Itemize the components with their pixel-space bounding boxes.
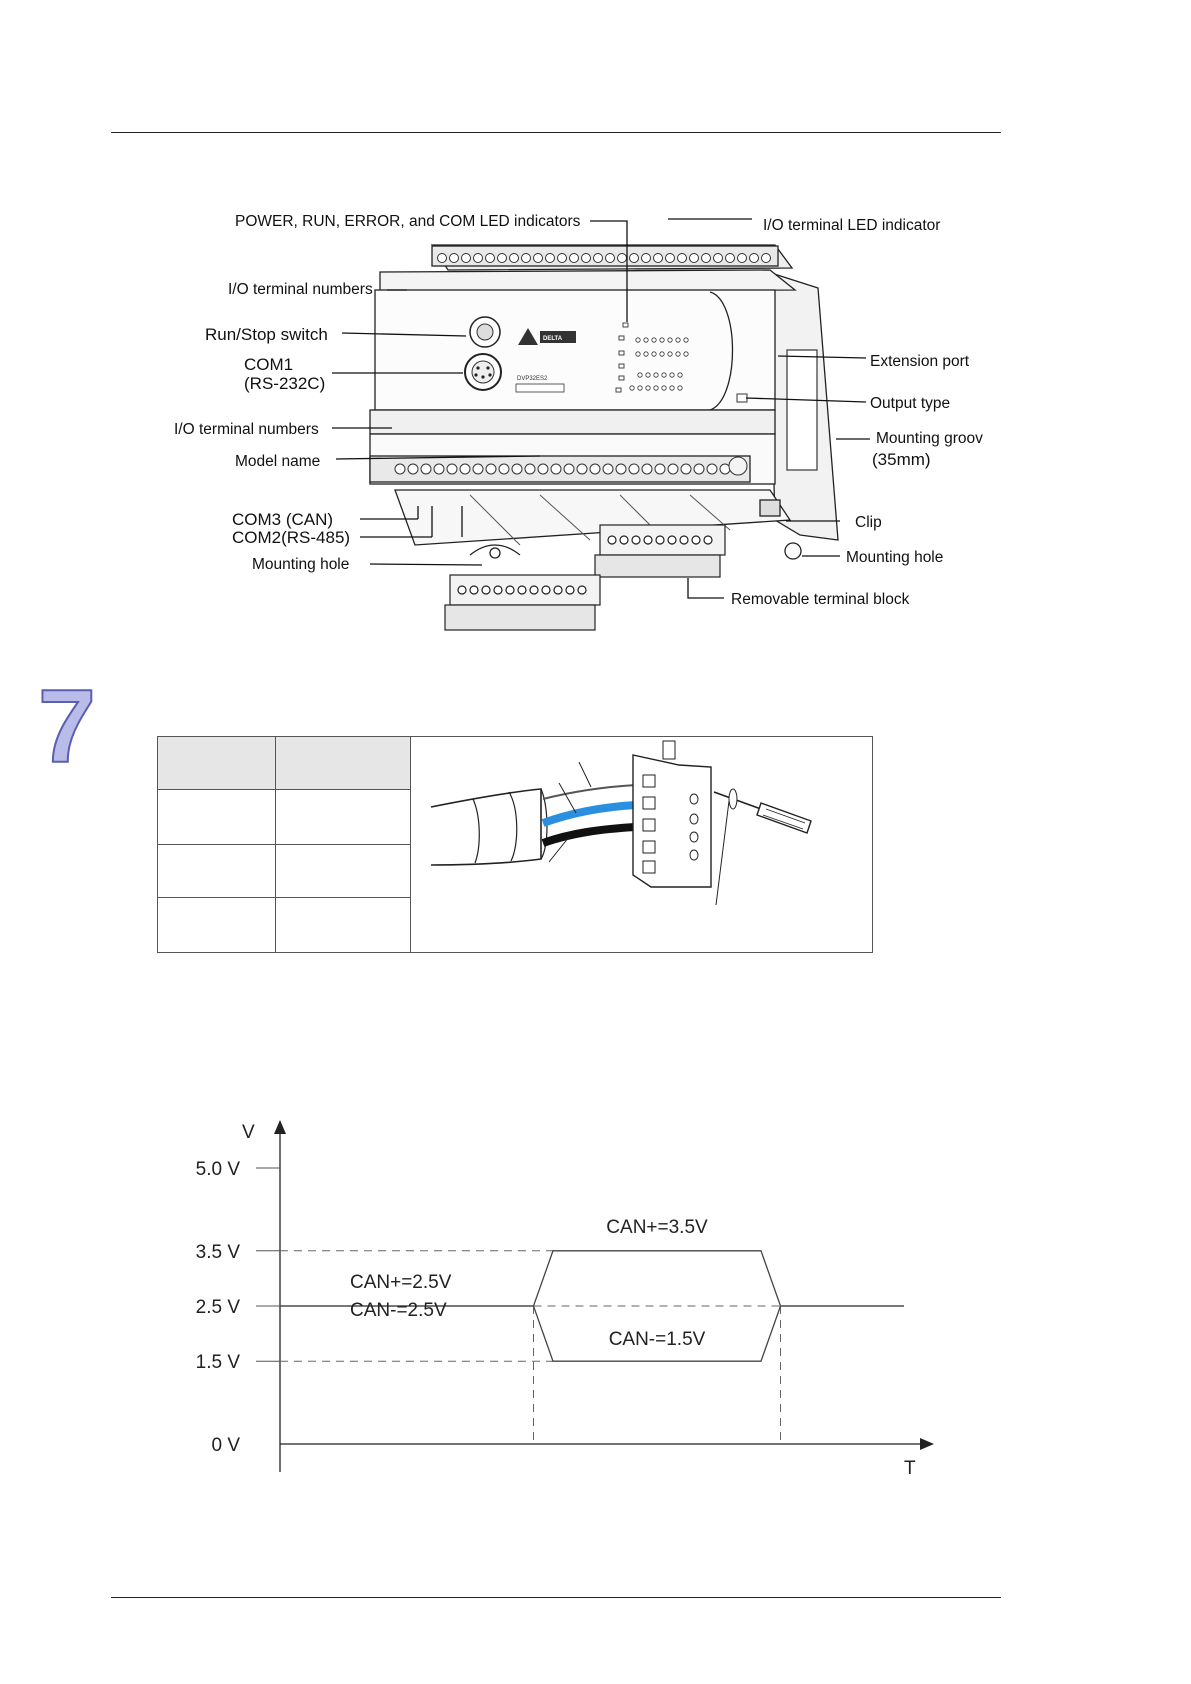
label-com2: COM2(RS-485) <box>232 528 350 547</box>
label-model-name: Model name <box>235 453 320 470</box>
leader-lines <box>332 218 870 599</box>
label-io-numbers-top: I/O terminal numbers <box>228 281 373 298</box>
chapter-number: 7 <box>38 669 96 785</box>
annotation-label: CAN-=2.5V <box>350 1300 447 1321</box>
label-com3: COM3 (CAN) <box>232 510 333 529</box>
svg-text:DELTA: DELTA <box>543 336 563 342</box>
y-tick-label: 1.5 V <box>196 1352 241 1373</box>
bottom-terminal-screws <box>394 456 748 476</box>
annotation-label: CAN-=1.5V <box>609 1329 706 1350</box>
pin-row-1-col-1 <box>157 789 276 845</box>
y-tick-label: 3.5 V <box>196 1242 241 1263</box>
label-output-type: Output type <box>870 395 950 412</box>
pin-row-2-col-2 <box>275 844 411 898</box>
label-mounting-groove-size: (35mm) <box>872 450 931 469</box>
y-tick-label: 2.5 V <box>196 1297 241 1318</box>
label-mounting-groove: Mounting groov <box>876 430 983 447</box>
removable-terminal-block-left <box>444 574 601 631</box>
label-run-stop: Run/Stop switch <box>205 325 328 344</box>
pin-row-3-col-2 <box>275 897 411 953</box>
device-model-text: DVP32ES2 <box>517 376 548 382</box>
label-removable-terminal-block: Removable terminal block <box>731 591 910 608</box>
x-axis-label: T <box>904 1458 916 1479</box>
plc-body <box>369 244 839 560</box>
series-line-can <box>280 1305 904 1362</box>
header-rule <box>111 132 1001 133</box>
label-mounting-hole-left: Mounting hole <box>252 556 349 573</box>
pin-table-header-2 <box>275 736 411 790</box>
y-tick-label: 0 V <box>211 1435 240 1456</box>
run-stop-switch-graphic <box>469 316 501 348</box>
annotation-label: CAN+=3.5V <box>606 1217 708 1238</box>
x-axis-arrow <box>920 1438 934 1450</box>
can-voltage-chart: V T 0 V 1.5 V 2.5 V 3.5 V 5.0 V CAN+=2.5V CAN-=2… <box>196 1120 934 1479</box>
pin-row-1-col-2 <box>275 789 411 845</box>
annotation-label: CAN+=2.5V <box>350 1272 452 1293</box>
label-clip: Clip <box>855 514 882 531</box>
top-terminal-screws <box>437 253 771 263</box>
label-com1: COM1 <box>244 355 293 374</box>
y-axis-arrow <box>274 1120 286 1134</box>
label-mounting-hole-right: Mounting hole <box>846 549 943 566</box>
pin-table-header-1 <box>157 736 276 790</box>
io-leds <box>629 337 689 391</box>
output-type-window <box>736 393 748 403</box>
pin-row-2-col-1 <box>157 844 276 898</box>
label-io-numbers-bottom: I/O terminal numbers <box>174 421 319 438</box>
label-io-led: I/O terminal LED indicator <box>763 217 940 234</box>
y-axis-label: V <box>242 1122 255 1143</box>
model-plate <box>515 383 565 393</box>
label-extension-port: Extension port <box>870 353 970 370</box>
pin-row-3-col-1 <box>157 897 276 953</box>
status-leds <box>615 322 629 393</box>
delta-logo: DELTA <box>518 328 576 345</box>
pin-table <box>157 736 873 953</box>
y-tick-label: 5.0 V <box>196 1159 241 1180</box>
chapter-badge: 7 <box>37 668 97 786</box>
com1-port-graphic <box>464 353 502 391</box>
wiring-illustration <box>430 740 812 906</box>
footer-rule <box>111 1597 1001 1598</box>
wiring-illustration-cell <box>410 736 873 953</box>
removable-terminal-block-right <box>594 524 726 578</box>
label-com1-rs232: (RS-232C) <box>244 374 325 393</box>
plc-device-diagram: DELTA DVP32ES2 <box>174 213 983 631</box>
label-led-indicators: POWER, RUN, ERROR, and COM LED indicator… <box>235 213 581 230</box>
